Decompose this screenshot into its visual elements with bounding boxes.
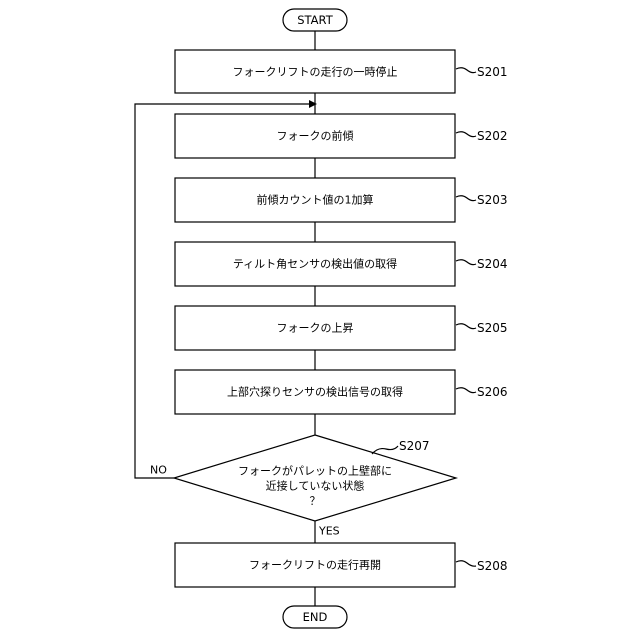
end-terminal: END xyxy=(283,606,347,628)
ref-s208: S208 xyxy=(477,559,508,573)
no-loop-connector xyxy=(135,104,309,478)
decision-no-label: NO xyxy=(150,464,167,477)
step-s208-text: フォークリフトの走行再開 xyxy=(249,559,381,572)
decision-s207-line1: フォークがパレットの上壁部に xyxy=(238,464,392,478)
leader-s202 xyxy=(456,132,476,137)
decision-s207-line2: 近接していない状態 xyxy=(266,479,365,493)
leader-s203 xyxy=(456,196,476,201)
step-s201: フォークリフトの走行の一時停止 xyxy=(175,50,455,93)
step-s201-text: フォークリフトの走行の一時停止 xyxy=(233,65,398,79)
leader-s204 xyxy=(456,260,476,265)
step-s204-text: ティルト角センサの検出値の取得 xyxy=(233,257,397,271)
ref-s207: S207 xyxy=(399,439,430,453)
decision-yes-label: YES xyxy=(318,525,340,538)
ref-s204: S204 xyxy=(477,257,508,271)
step-s208: フォークリフトの走行再開 xyxy=(175,543,455,587)
step-s202: フォークの前傾 xyxy=(175,114,455,158)
start-label: START xyxy=(297,13,333,27)
ref-s202: S202 xyxy=(477,129,508,143)
step-s205: フォークの上昇 xyxy=(175,306,455,350)
step-s203-text: 前傾カウント値の1加算 xyxy=(257,193,374,207)
step-s202-text: フォークの前傾 xyxy=(277,129,354,143)
step-s206-text: 上部穴探りセンサの検出信号の取得 xyxy=(227,385,403,399)
leader-s208 xyxy=(456,561,476,566)
step-s203: 前傾カウント値の1加算 xyxy=(175,178,455,222)
leader-s206 xyxy=(456,388,476,393)
ref-s203: S203 xyxy=(477,193,508,207)
no-loop-arrowhead xyxy=(309,100,317,108)
decision-s207-line3: ？ xyxy=(310,495,321,508)
start-terminal: START xyxy=(283,9,347,31)
step-s205-text: フォークの上昇 xyxy=(277,322,354,335)
step-s204: ティルト角センサの検出値の取得 xyxy=(175,242,455,286)
ref-s201: S201 xyxy=(477,65,508,79)
ref-s205: S205 xyxy=(477,321,508,335)
step-s206: 上部穴探りセンサの検出信号の取得 xyxy=(175,370,455,414)
ref-s206: S206 xyxy=(477,385,508,399)
end-label: END xyxy=(303,610,328,624)
leader-s201 xyxy=(456,68,476,73)
leader-s207 xyxy=(372,446,398,454)
leader-s205 xyxy=(456,324,476,329)
